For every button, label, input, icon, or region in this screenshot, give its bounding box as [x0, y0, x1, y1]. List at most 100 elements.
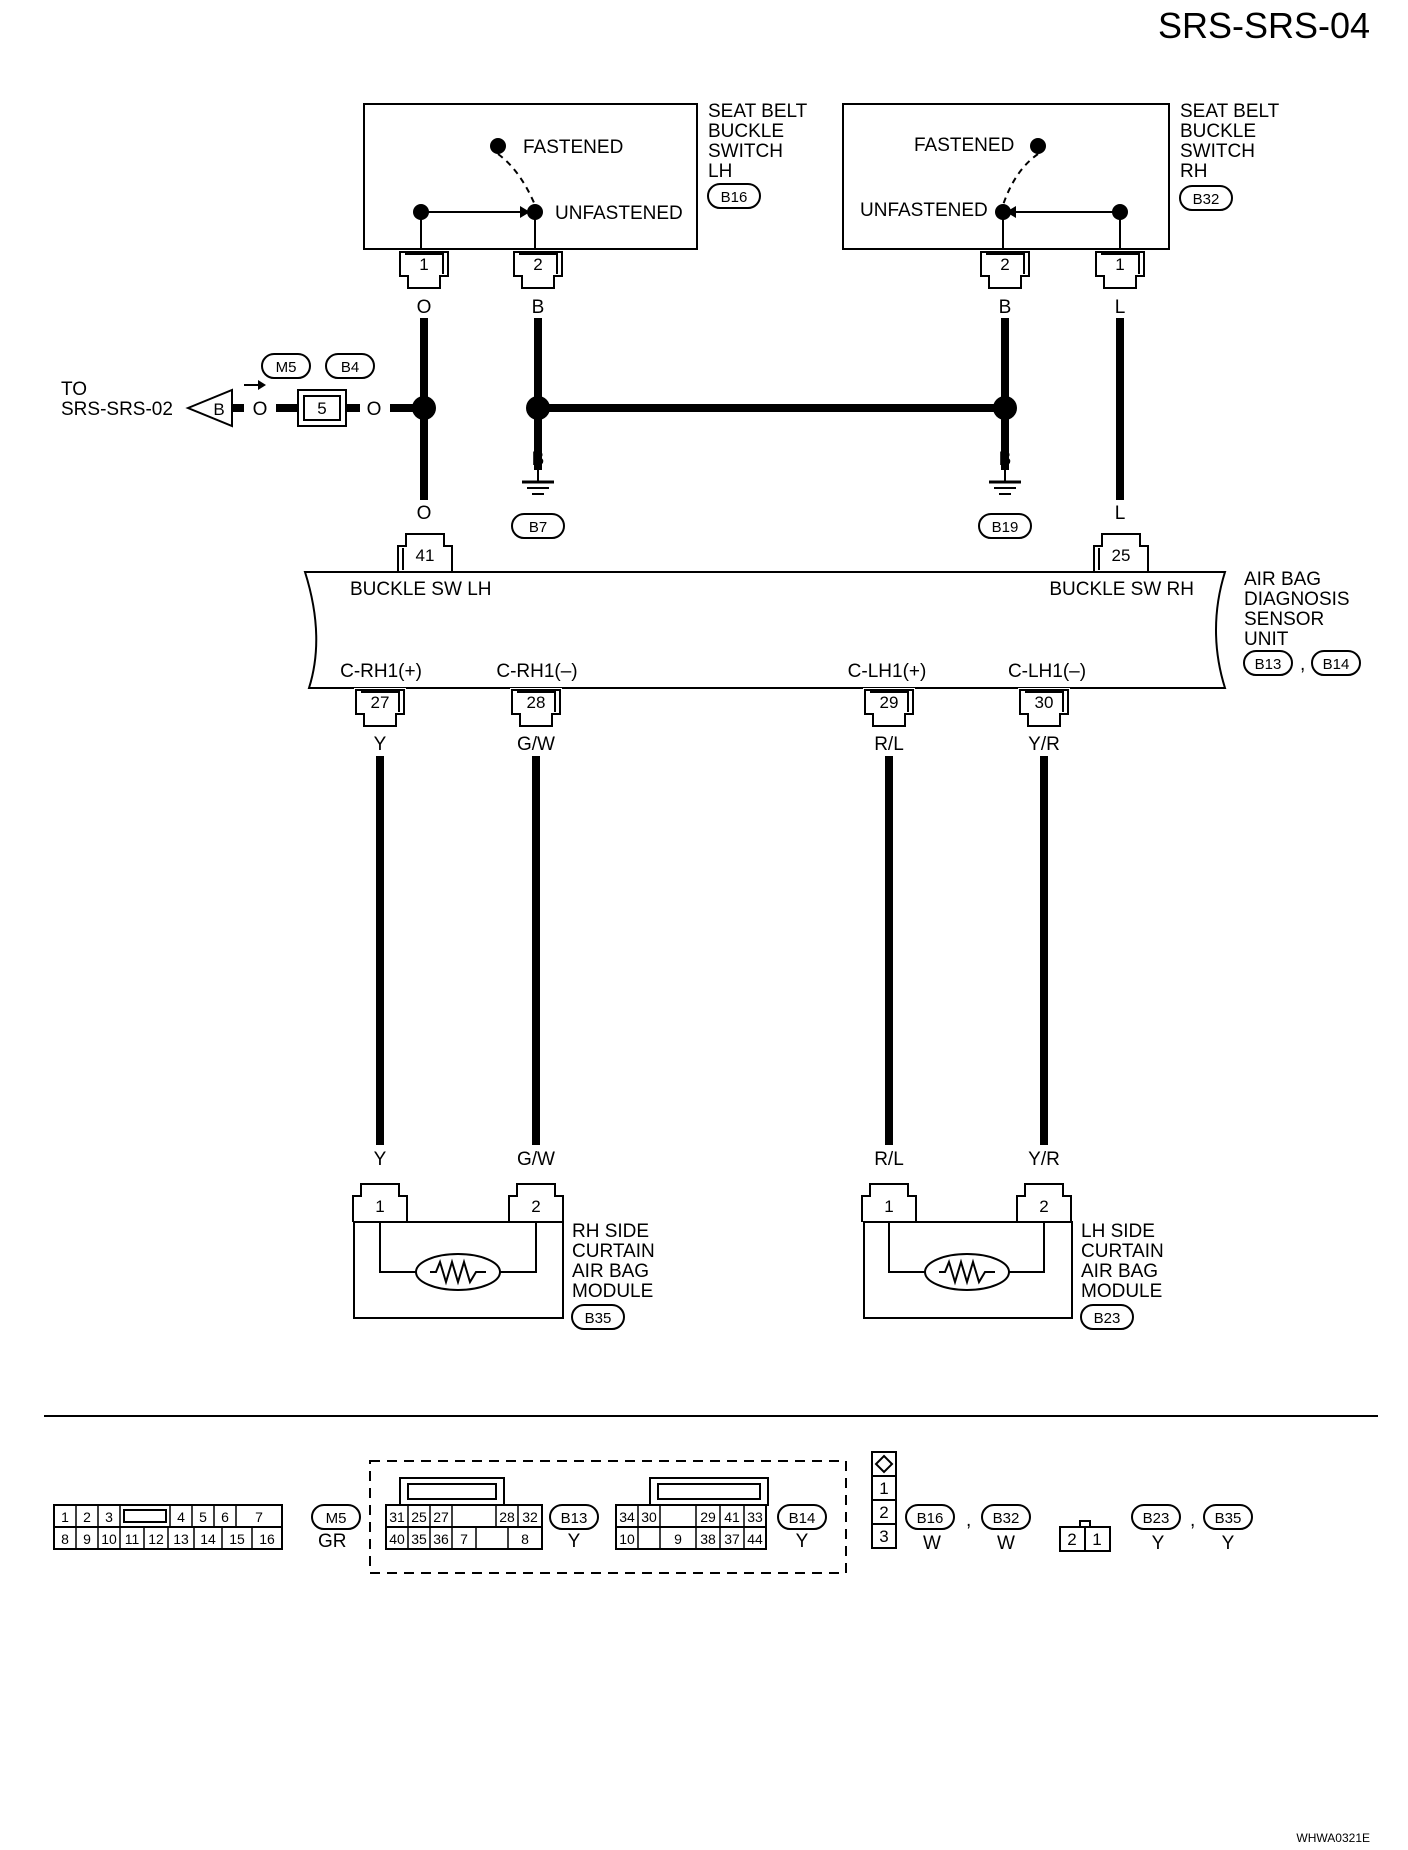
rh-curtain-name-2: CURTAIN: [572, 1241, 655, 1262]
connector-color-b13: Y: [568, 1531, 581, 1552]
connector-id-b13: B13: [561, 1510, 588, 1527]
wire-color-b-lh-top: B: [532, 297, 545, 318]
wire-color-b-rh-top: B: [999, 297, 1012, 318]
sensor-unit-name-3: SENSOR: [1244, 609, 1324, 630]
svg-text:2: 2: [1000, 255, 1009, 274]
svg-text:TO SRS-SRS-02: TO SRS-SRS-02: [61, 379, 173, 420]
rh-switch-name-3: SWITCH: [1180, 141, 1255, 162]
connector-cavity-label: 44: [747, 1531, 763, 1547]
svg-text:,: ,: [1190, 1510, 1195, 1531]
connector-cavity-label: 3: [105, 1509, 113, 1525]
lh-switch-name-4: LH: [708, 161, 732, 182]
wire-color-rl-top: R/L: [874, 734, 904, 755]
connector-cavity-label: 4: [177, 1509, 185, 1525]
unit-pin-27: 27: [354, 688, 406, 727]
svg-text:27: 27: [371, 693, 390, 712]
connector-cavity-label: 10: [619, 1531, 635, 1547]
svg-text:B16: B16: [721, 189, 748, 206]
lh-curtain-airbag-module: 1 2 LH SIDE CURTAIN AIR BAG MODULE B23: [861, 1183, 1169, 1330]
lh-curtain-name-4: MODULE: [1081, 1281, 1162, 1302]
lh-switch-pin-1: 1: [398, 250, 450, 289]
b16-pin-1: 1: [879, 1479, 888, 1498]
wire-color-yr-bottom: Y/R: [1028, 1149, 1060, 1170]
lh-curtain-pin-2: 2: [1039, 1197, 1048, 1216]
connector-cavity-label: 8: [521, 1531, 529, 1547]
b16-pin-2: 2: [879, 1503, 888, 1522]
connector-cavity-label: 10: [101, 1531, 117, 1547]
squib-resistor-icon: [415, 1253, 501, 1291]
unit-pin-29: 29: [863, 688, 915, 727]
wire-color-rl-bottom: R/L: [874, 1149, 904, 1170]
wire-color-l-unit: L: [1115, 503, 1126, 524]
connector-cavity-label: 8: [61, 1531, 69, 1547]
connector-cavity-label: 41: [724, 1509, 740, 1525]
svg-text:B7: B7: [529, 519, 547, 536]
svg-text:25: 25: [1112, 546, 1131, 565]
connector-cavity-label: 29: [700, 1509, 716, 1525]
connector-cavity-label: 1: [61, 1509, 69, 1525]
offpage-connector-pin: 5: [317, 399, 326, 418]
b16-pin-3: 3: [879, 1527, 888, 1546]
rh-switch-name-2: BUCKLE: [1180, 121, 1256, 142]
rh-switch-connector-badge: B32: [1179, 185, 1233, 211]
pin-27-name: C-RH1(+): [340, 661, 422, 682]
figure-code: WHWA0321E: [1296, 1831, 1370, 1845]
offpage-wire-right: O: [367, 399, 382, 420]
connector-cavity-label: 36: [433, 1531, 449, 1547]
connector-cavity-label: 37: [724, 1531, 740, 1547]
connector-cavity-label: 7: [255, 1509, 263, 1525]
connector-cavity-label: 33: [747, 1509, 763, 1525]
connector-cavity-label: 31: [389, 1509, 405, 1525]
connector-view-b16-b32: 1 2 3 B16 , B32 W W: [871, 1451, 1031, 1554]
connector-color-m5: GR: [318, 1531, 347, 1552]
connector-cavity-label: 2: [83, 1509, 91, 1525]
connector-cavity-label: 25: [411, 1509, 427, 1525]
connector-id-m5: M5: [326, 1510, 347, 1527]
offpage-direction-arrow-icon: [244, 380, 266, 390]
svg-text:B32: B32: [1193, 191, 1220, 208]
svg-text:SEAT BELT BUCKLE S: SEAT BELT BUCKLE SWITCH RH: [1180, 101, 1284, 182]
svg-text:,: ,: [966, 1510, 971, 1531]
pin-29-name: C-LH1(+): [848, 661, 927, 682]
lh-buckle-switch: FASTENED UNFASTENED SEAT BELT BUCKLE SWI…: [363, 101, 808, 250]
connector-cavity-label: 6: [221, 1509, 229, 1525]
wire-color-gw-top: G/W: [517, 734, 555, 755]
svg-text:41: 41: [416, 546, 435, 565]
connector-cavity-label: 7: [460, 1531, 468, 1547]
wire-color-gw-bottom: G/W: [517, 1149, 555, 1170]
lh-fastened-label: FASTENED: [523, 137, 623, 158]
ground-b19: B19: [978, 470, 1032, 539]
connector-cavity-label: 13: [173, 1531, 189, 1547]
connector-view-b23-b35: 2 1 B23 , B35 Y Y: [1059, 1504, 1253, 1554]
connector-color-b23: Y: [1152, 1533, 1165, 1554]
lh-switch-name-2: BUCKLE: [708, 121, 784, 142]
lh-curtain-name-3: AIR BAG: [1081, 1261, 1158, 1282]
connector-cavity-label: 15: [229, 1531, 245, 1547]
svg-text:B19: B19: [992, 519, 1019, 536]
connector-cavity-label: 12: [148, 1531, 164, 1547]
svg-text:LH SIDE CURTAIN AI: LH SIDE CURTAIN AIR BAG MODULE: [1081, 1221, 1169, 1302]
pin-28-name: C-RH1(–): [496, 661, 577, 682]
svg-text:B: B: [213, 400, 224, 419]
svg-text:28: 28: [527, 693, 546, 712]
svg-text:AIR BAG DIAGNOSIS: AIR BAG DIAGNOSIS SENSOR UNIT: [1244, 569, 1355, 650]
unit-pin-28: 28: [510, 688, 562, 727]
rh-curtain-connector-b35: B35: [585, 1310, 612, 1327]
connector-id-b16: B16: [917, 1510, 944, 1527]
rh-switch-name-4: RH: [1180, 161, 1207, 182]
offpage-to: TO: [61, 379, 87, 400]
unit-pin-25: 25: [1093, 533, 1149, 572]
connector-color-b16: W: [923, 1533, 941, 1554]
connector-cavity-label: 14: [200, 1531, 216, 1547]
lh-switch-connector-badge: B16: [707, 183, 761, 209]
connector-cavity-label: 5: [199, 1509, 207, 1525]
offpage-reference: TO SRS-SRS-02 B O 5 O M5 B4: [61, 353, 382, 428]
unit-pin-30: 30: [1018, 688, 1070, 727]
svg-text:RH SIDE CURTAIN AI: RH SIDE CURTAIN AIR BAG MODULE: [572, 1221, 660, 1302]
connector-id-b14: B14: [789, 1510, 816, 1527]
connector-cavity-label: 35: [411, 1531, 427, 1547]
